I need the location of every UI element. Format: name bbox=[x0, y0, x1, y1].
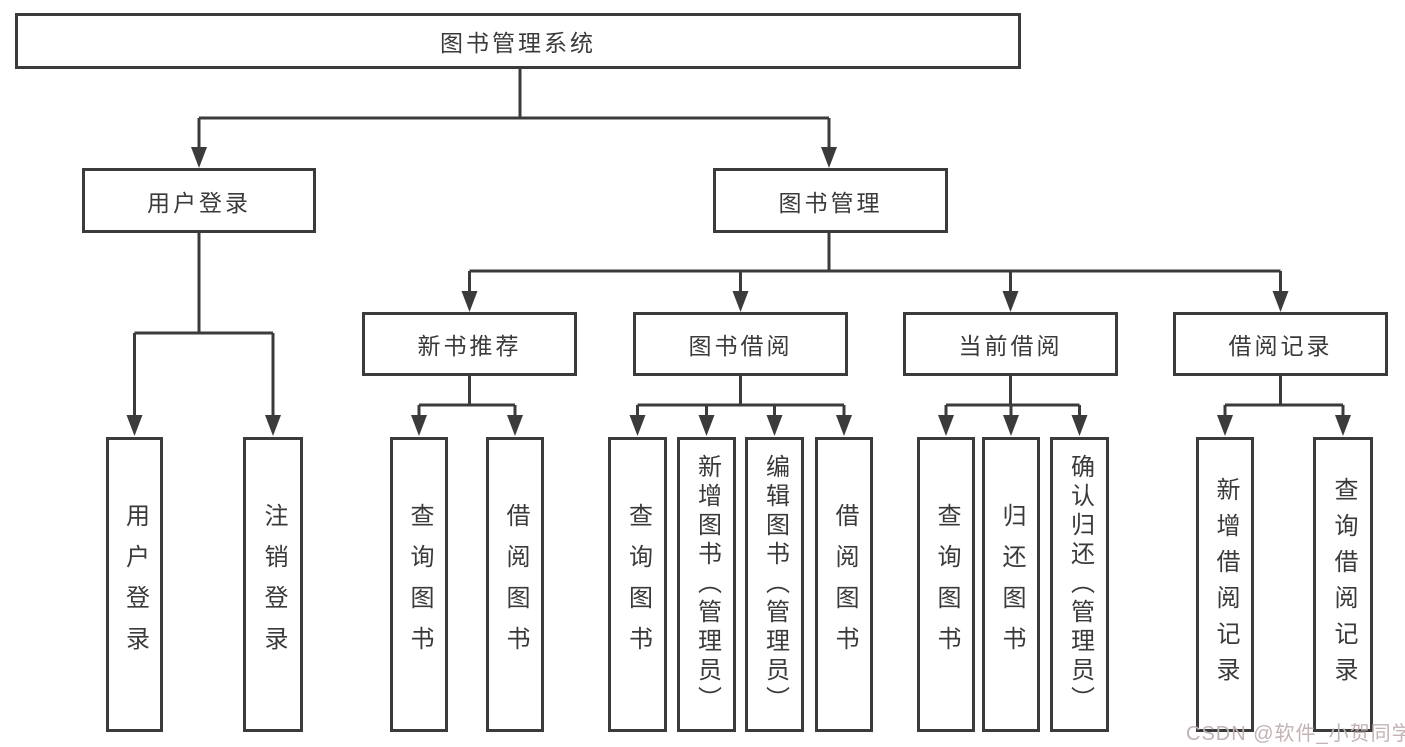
node-book-management-label: 图书管理 bbox=[778, 189, 883, 216]
node-borrow-records: 借阅记录 bbox=[1173, 312, 1388, 376]
leaf-user-login: 用户登录 bbox=[106, 437, 163, 732]
leaf-return-book-label: 归还图书 bbox=[998, 502, 1025, 667]
leaf-query-borrow-record-label: 查询借阅记录 bbox=[1330, 476, 1357, 693]
node-user-login: 用户登录 bbox=[82, 168, 316, 233]
leaf-query-books-borrow-label: 查询图书 bbox=[624, 502, 652, 667]
leaf-query-books-current: 查询图书 bbox=[917, 437, 975, 732]
leaf-add-book-admin: 新增图书（管理员） bbox=[677, 437, 736, 732]
leaf-add-borrow-record-label: 新增借阅记录 bbox=[1212, 476, 1239, 693]
leaf-edit-book-admin: 编辑图书（管理员） bbox=[745, 437, 804, 732]
leaf-add-book-admin-label: 新增图书（管理员） bbox=[693, 454, 721, 715]
leaf-borrow-books-recommend-label: 借阅图书 bbox=[502, 502, 529, 667]
node-user-login-label: 用户登录 bbox=[147, 189, 251, 216]
arrowheads bbox=[126, 147, 1351, 436]
leaf-query-books-borrow: 查询图书 bbox=[608, 437, 667, 732]
leaf-logout: 注销登录 bbox=[243, 437, 303, 732]
csdn-watermark: CSDN @软件_小贺同学 bbox=[1186, 723, 1405, 745]
leaf-user-login-label: 用户登录 bbox=[121, 502, 149, 667]
leaf-return-book: 归还图书 bbox=[982, 437, 1040, 732]
node-book-borrow-label: 图书借阅 bbox=[688, 333, 793, 359]
node-new-book-recommend-label: 新书推荐 bbox=[417, 333, 522, 359]
node-book-management: 图书管理 bbox=[713, 168, 948, 233]
node-borrow-records-label: 借阅记录 bbox=[1228, 333, 1333, 359]
leaf-edit-book-admin-label: 编辑图书（管理员） bbox=[761, 454, 789, 715]
node-root-label: 图书管理系统 bbox=[440, 30, 596, 56]
leaf-confirm-return-admin: 确认归还（管理员） bbox=[1050, 437, 1109, 732]
leaf-query-books-recommend: 查询图书 bbox=[390, 437, 448, 732]
leaf-borrow-books: 借阅图书 bbox=[815, 437, 873, 732]
leaf-borrow-books-recommend: 借阅图书 bbox=[486, 437, 544, 732]
node-new-book-recommend: 新书推荐 bbox=[362, 312, 577, 376]
leaf-add-borrow-record: 新增借阅记录 bbox=[1196, 437, 1254, 732]
leaf-borrow-books-label: 借阅图书 bbox=[831, 502, 858, 667]
node-current-borrow-label: 当前借阅 bbox=[958, 333, 1063, 359]
leaf-logout-label: 注销登录 bbox=[260, 502, 287, 667]
node-current-borrow: 当前借阅 bbox=[903, 312, 1118, 376]
node-book-borrow: 图书借阅 bbox=[633, 312, 848, 376]
leaf-query-books-recommend-label: 查询图书 bbox=[406, 502, 433, 667]
leaf-query-books-current-label: 查询图书 bbox=[933, 502, 960, 667]
leaf-confirm-return-admin-label: 确认归还（管理员） bbox=[1066, 454, 1094, 715]
node-root: 图书管理系统 bbox=[15, 13, 1021, 69]
leaf-query-borrow-record: 查询借阅记录 bbox=[1313, 437, 1373, 732]
